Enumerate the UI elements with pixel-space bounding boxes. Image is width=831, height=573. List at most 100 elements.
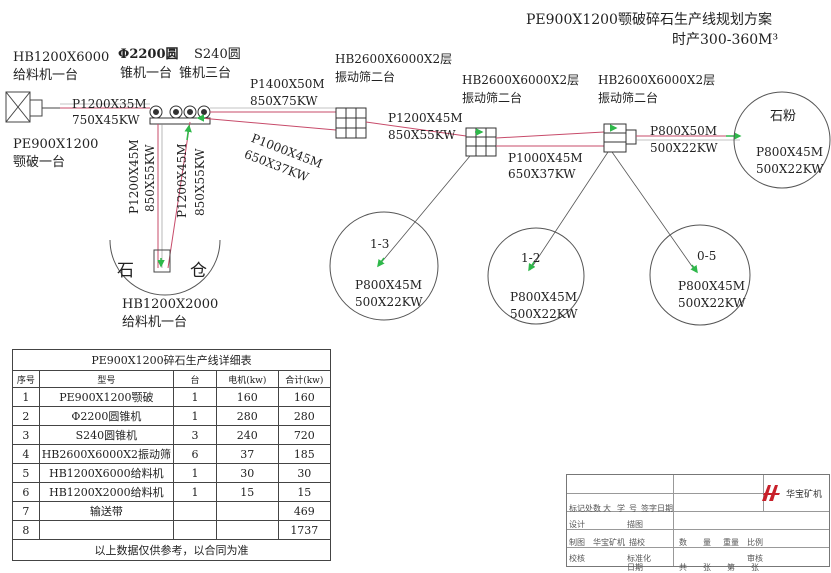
- cell: 280: [215, 406, 279, 426]
- tb-cell: 张: [703, 563, 711, 572]
- tb-cell: 重量: [723, 538, 739, 547]
- tb-cell: 号: [629, 504, 637, 513]
- label-vert-1-2: 850X55KW: [143, 144, 157, 212]
- screen-1: [335, 107, 367, 139]
- cell: 1: [173, 463, 217, 483]
- label-feeder-bottom: HB1200X2000: [122, 297, 219, 312]
- screen-2: [465, 127, 497, 157]
- tb-cell: 张: [751, 563, 759, 572]
- label-pile-1-3-belt-2: 500X22KW: [355, 295, 423, 309]
- cell: 37: [215, 444, 279, 464]
- cell: HB1200X2000给料机: [38, 482, 175, 502]
- cell: 3: [173, 425, 217, 445]
- tb-cell: 审核: [747, 554, 763, 563]
- company-name: 华宝矿机: [786, 490, 823, 500]
- label-pile-bin: 仓: [190, 261, 207, 281]
- tb-cell: 华宝矿机: [593, 538, 625, 547]
- label-vert-2-2: 850X55KW: [193, 148, 207, 216]
- cell: 输送带: [38, 501, 175, 521]
- label-jaw-2: 颚破一台: [13, 155, 66, 170]
- detail-table: PE900X1200碎石生产线详细表 序号 型号 台 电机(kw) 合计(kw)…: [12, 349, 332, 561]
- cell: 15: [215, 482, 279, 502]
- tb-cell: 学: [617, 504, 625, 513]
- cell: 8: [12, 520, 40, 540]
- diagram-subtitle: 时产300-360M³: [672, 32, 779, 48]
- tb-cell: 标记: [569, 504, 585, 513]
- cell: 185: [277, 444, 332, 464]
- screen-3: [603, 123, 637, 153]
- label-screen-3: HB2600X6000X2层: [598, 73, 716, 87]
- label-cone-2200-2: 锥机一台: [120, 66, 173, 81]
- tb-cell: 共: [679, 563, 687, 572]
- label-belt-c: P1200X45M: [388, 111, 463, 125]
- cell: 30: [277, 463, 332, 483]
- cell: 6: [173, 444, 217, 464]
- cell: 2: [12, 406, 40, 426]
- cell: 1: [12, 387, 40, 407]
- label-powder: 石粉: [770, 109, 797, 124]
- drawing-title-block: 标记 处数 大 学 号 签字 日期 设计 描图 制图 华宝矿机 描校 数 量 重…: [566, 474, 830, 572]
- header-model: 型号: [38, 370, 175, 388]
- cell: 5: [12, 463, 40, 483]
- cell: 4: [12, 444, 40, 464]
- tb-cell: 制图: [569, 538, 585, 547]
- cell: 1: [173, 482, 217, 502]
- label-powder-belt: P800X45M: [756, 145, 824, 159]
- cell: 6: [12, 482, 40, 502]
- cell: 469: [277, 501, 332, 521]
- label-belt-a: P1200X35M: [72, 97, 147, 111]
- cell: PE900X1200颚破: [38, 387, 175, 407]
- label-belt-e: P1000X45M: [508, 151, 583, 165]
- cell: HB1200X6000给料机: [38, 463, 175, 483]
- tb-cell: 描图: [627, 520, 643, 529]
- label-powder-belt-2: 500X22KW: [756, 162, 824, 176]
- label-screen-1-2: 振动筛二台: [335, 70, 396, 84]
- table-title: PE900X1200碎石生产线详细表: [12, 349, 331, 371]
- pile-0-5: [649, 224, 751, 326]
- cell: 3: [12, 425, 40, 445]
- cell: 1737: [277, 520, 332, 540]
- label-screen-2: HB2600X6000X2层: [462, 73, 580, 87]
- cell: 7: [12, 501, 40, 521]
- cell: HB2600X6000X2振动筛: [38, 444, 175, 464]
- cell: 1: [173, 406, 217, 426]
- tb-cell: 校核: [569, 554, 585, 563]
- pile-powder: [733, 91, 831, 189]
- cell: 240: [215, 425, 279, 445]
- tb-cell: 日期: [627, 563, 643, 572]
- tb-cell: 处数: [585, 504, 601, 513]
- jaw-crusher-symbol: [5, 91, 60, 123]
- cell: 30: [215, 463, 279, 483]
- stock-bin: [109, 239, 221, 296]
- cell: 280: [277, 406, 332, 426]
- label-cone-2200: Φ2200圆: [118, 47, 179, 62]
- header-qty: 台: [173, 370, 217, 388]
- label-belt-f-2: 500X22KW: [650, 141, 718, 155]
- label-cone-s240-2: 锥机三台: [179, 66, 232, 81]
- label-screen-2-2: 振动筛二台: [462, 91, 523, 105]
- cell: [215, 520, 279, 540]
- label-pile-1-2-belt: P800X45M: [510, 290, 578, 304]
- tb-cell: 描校: [629, 538, 645, 547]
- label-belt-f: P800X50M: [650, 124, 718, 138]
- tb-cell: 第: [727, 563, 735, 572]
- header-motor: 电机(kw): [215, 370, 279, 388]
- cell: [38, 520, 175, 540]
- cell: Φ2200圆锥机: [38, 406, 175, 426]
- label-pile-0-5-belt-2: 500X22KW: [678, 296, 746, 310]
- label-pile-1-3-belt: P800X45M: [355, 278, 423, 292]
- label-screen-1: HB2600X6000X2层: [335, 52, 453, 66]
- label-pile-stone: 石: [117, 261, 134, 281]
- label-belt-c-2: 850X55KW: [388, 128, 456, 142]
- tb-cell: 签字: [641, 504, 657, 513]
- label-feeder-top-2: 给料机一台: [13, 68, 79, 83]
- label-pile-1-2-belt-2: 500X22KW: [510, 307, 578, 321]
- company-logo: 华宝矿机: [760, 483, 822, 507]
- label-jaw: PE900X1200: [13, 137, 99, 152]
- cell: [173, 520, 217, 540]
